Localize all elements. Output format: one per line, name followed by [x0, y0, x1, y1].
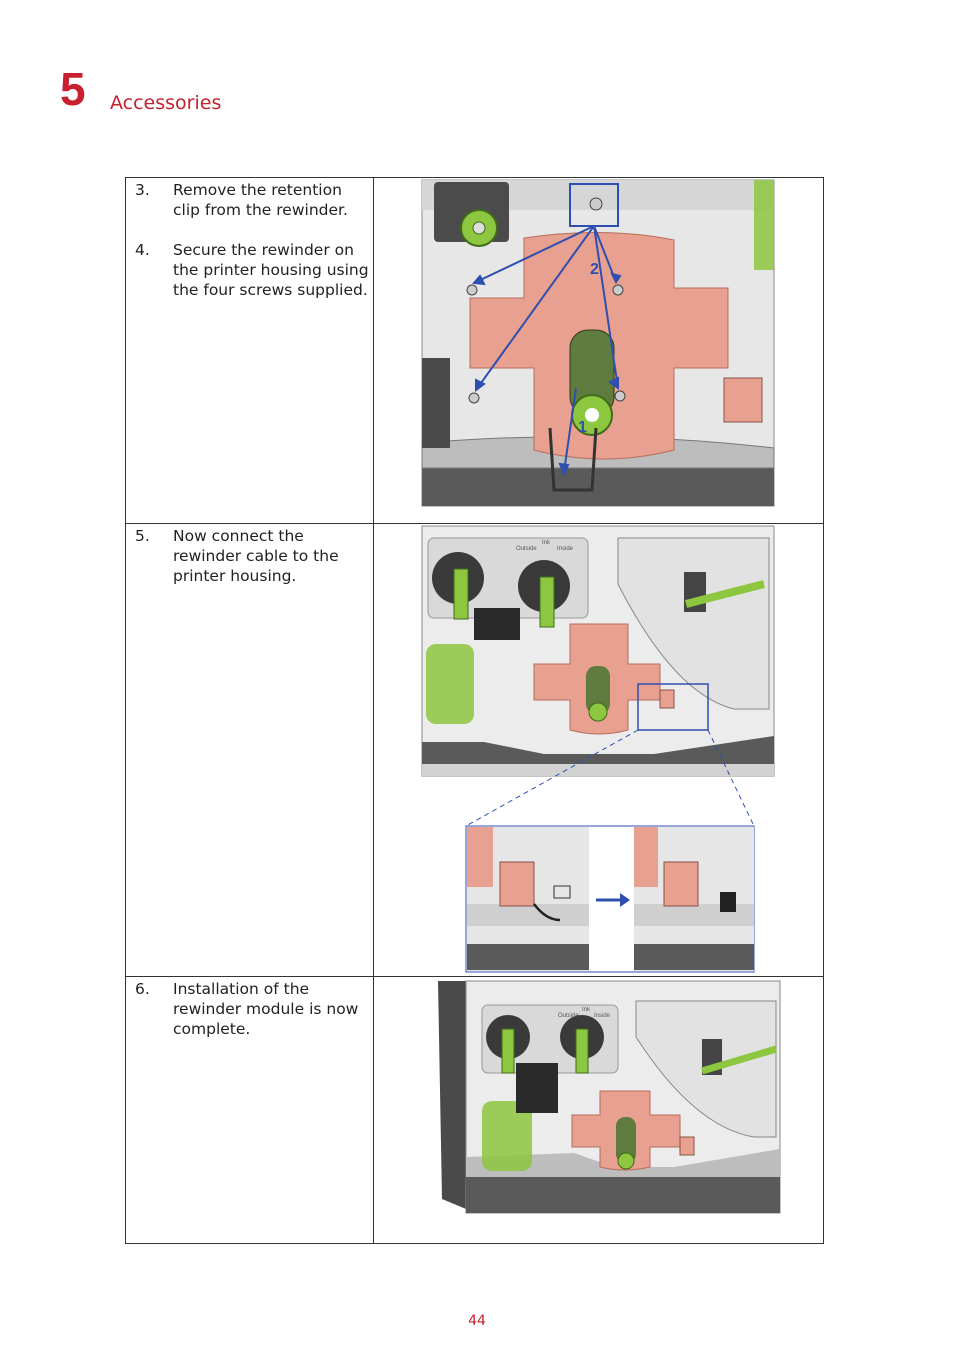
- ink-label: Ink: [542, 540, 551, 546]
- callout-2-label: 2: [590, 261, 599, 278]
- step-text: Installation of the rewinder module is n…: [173, 980, 359, 1038]
- completed-installation-illustration: Outside Ink Inside: [438, 980, 781, 1214]
- inside-label: Inside: [557, 546, 574, 552]
- step-text-cell: 6. Installation of the rewinder module i…: [125, 976, 374, 1244]
- step-number: 3.: [135, 181, 150, 199]
- table-row: 3. Remove the retention clip from the re…: [125, 177, 824, 524]
- figure-cell: Outside Ink Inside: [373, 523, 824, 977]
- rewinder-mount-illustration: 2 1: [421, 179, 775, 507]
- outside-label: Outside: [516, 546, 537, 552]
- step-6: 6. Installation of the rewinder module i…: [126, 979, 373, 1039]
- inside-label: Inside: [594, 1013, 611, 1019]
- step-3: 3. Remove the retention clip from the re…: [126, 180, 373, 220]
- table-row: 5. Now connect the rewinder cable to the…: [125, 523, 824, 977]
- step-number: 5.: [135, 527, 150, 545]
- step-text-cell: 5. Now connect the rewinder cable to the…: [125, 523, 374, 977]
- gear-icon: [501, 1028, 589, 1074]
- arrow-right-icon: [596, 893, 630, 907]
- outside-label: Outside: [558, 1013, 579, 1019]
- page-number: 44: [468, 1313, 486, 1329]
- step-number: 6.: [135, 980, 150, 998]
- table-row: 6. Installation of the rewinder module i…: [125, 976, 824, 1244]
- cable-connection-illustration: Outside Ink Inside: [421, 525, 775, 973]
- step-number: 4.: [135, 241, 150, 259]
- figure-cell: Outside Ink Inside: [373, 976, 824, 1244]
- step-text: Secure the rewinder on the printer housi…: [173, 241, 369, 299]
- gear-icon: [453, 568, 555, 628]
- step-4: 4. Secure the rewinder on the printer ho…: [126, 240, 373, 300]
- step-text-cell: 3. Remove the retention clip from the re…: [125, 177, 374, 524]
- steps-table: 3. Remove the retention clip from the re…: [125, 177, 824, 1244]
- figure-cell: 2 1: [373, 177, 824, 524]
- chapter-title: Accessories: [110, 92, 222, 114]
- gear-icon: [460, 209, 498, 247]
- cable-after-panel: [634, 827, 754, 971]
- callout-1-label: 1: [578, 419, 587, 436]
- cable-before-panel: [467, 827, 589, 971]
- step-text: Now connect the rewinder cable to the pr…: [173, 527, 339, 585]
- ink-label: Ink: [582, 1007, 591, 1013]
- chapter-number: 5: [60, 63, 86, 115]
- step-5: 5. Now connect the rewinder cable to the…: [126, 526, 373, 586]
- step-text: Remove the retention clip from the rewin…: [173, 181, 348, 219]
